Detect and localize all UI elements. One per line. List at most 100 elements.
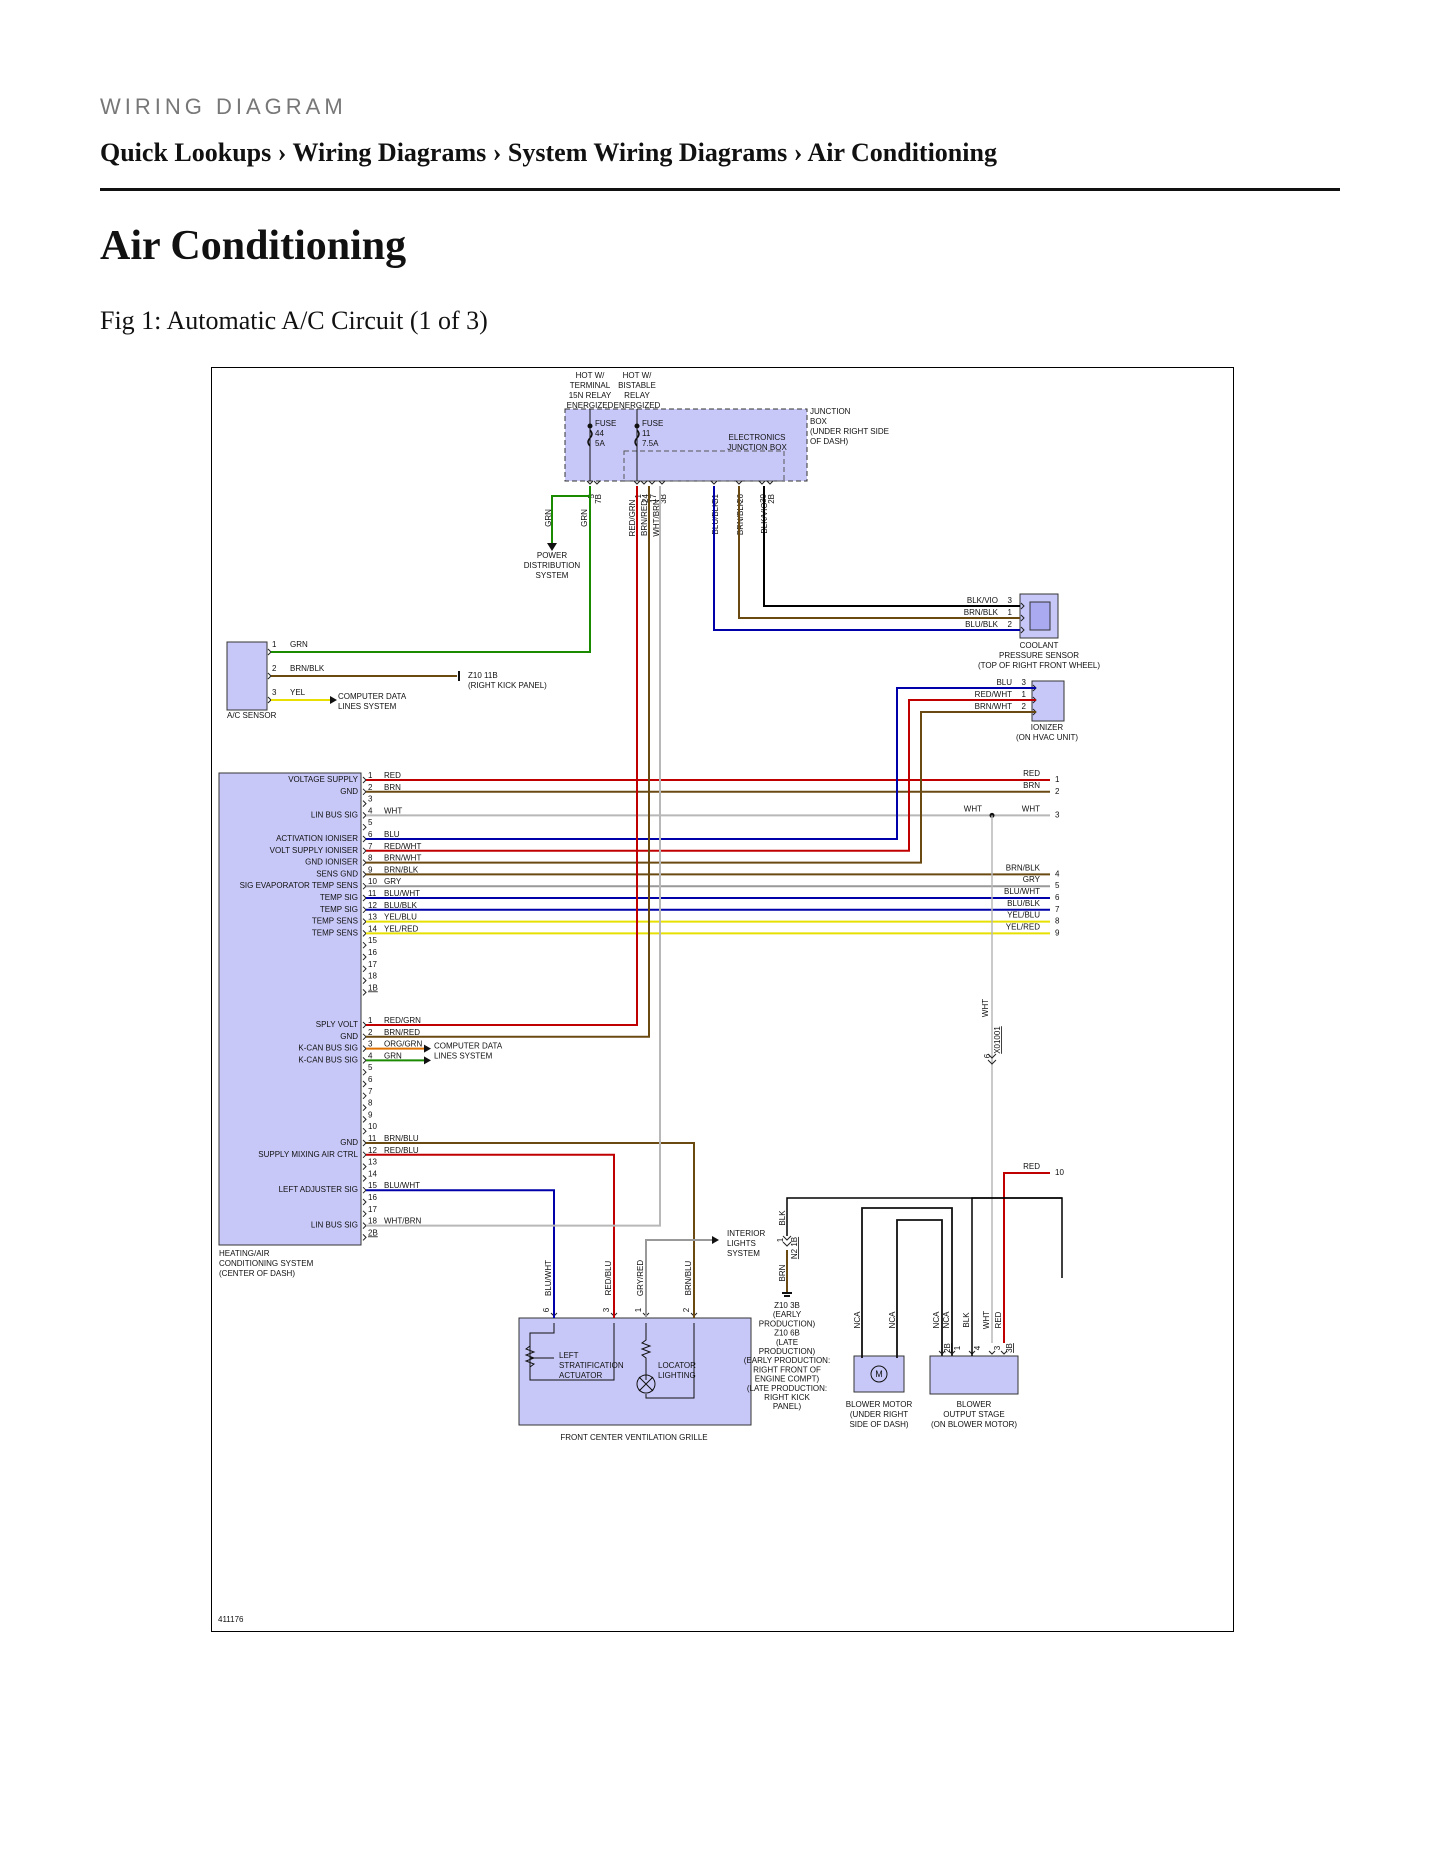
- connector-pin: [267, 696, 272, 704]
- blower-output-stage: [929, 1355, 1019, 1395]
- breadcrumb-item-system-wiring-diagrams[interactable]: System Wiring Diagrams: [507, 138, 788, 167]
- connector-pin: [640, 480, 648, 485]
- connector-pin: [362, 1021, 367, 1029]
- lighting-circuit: [640, 1323, 695, 1399]
- hvac-wire-label: BLU/BLK: [384, 901, 418, 910]
- wire-blk-vio: [763, 486, 1020, 607]
- hot-label: HOT W/: [576, 371, 606, 380]
- ground-z10-label: PRODUCTION): [759, 1319, 816, 1328]
- hvac-pin-number: 2B: [368, 1228, 378, 1237]
- hvac-pin-number: 15: [368, 936, 377, 945]
- hvac-pin-number: 10: [368, 1122, 377, 1131]
- hvac-pin-number: 5: [368, 1063, 373, 1072]
- splice-connector-id: X01001: [993, 1026, 1002, 1054]
- wire-blu-wht-adjuster: [366, 1189, 555, 1318]
- figure-id: 411176: [218, 1615, 244, 1624]
- ground-z10-label: PRODUCTION): [759, 1347, 816, 1356]
- grille-wire-label: BLU/WHT: [544, 1260, 553, 1296]
- fuse-label: FUSE: [642, 419, 663, 428]
- connector-pin: [362, 941, 367, 949]
- hvac-wire-label: RED/BLU: [384, 1146, 419, 1155]
- hvac-wire-label: RED/GRN: [384, 1016, 421, 1025]
- breadcrumb-item-wiring-diagrams[interactable]: Wiring Diagrams: [292, 138, 487, 167]
- ground-wire-label: BLK: [778, 1210, 787, 1226]
- hvac-pin-number: 12: [368, 1146, 377, 1155]
- right-wire-label: BRN: [1023, 781, 1040, 790]
- ground-z10-label: ENGINE COMPT): [755, 1375, 820, 1384]
- hvac-function-label: SPLY VOLT: [316, 1020, 358, 1029]
- grille-pin-number: 3: [602, 1307, 611, 1312]
- breadcrumb-item-quick-lookups[interactable]: Quick Lookups: [100, 138, 272, 167]
- hot-label: RELAY: [624, 391, 650, 400]
- blower-stage-label: OUTPUT STAGE: [943, 1410, 1005, 1419]
- wire-label: RED/GRN: [628, 499, 637, 536]
- hvac-pin-number: 16: [368, 1193, 377, 1202]
- breadcrumb-separator: ›: [793, 138, 803, 167]
- hvac-wire-label: RED: [384, 771, 401, 780]
- connector-pin: [362, 1163, 367, 1170]
- breadcrumb-item-air-conditioning[interactable]: Air Conditioning: [807, 138, 997, 167]
- coolant-sensor-label: (TOP OF RIGHT FRONT WHEEL): [978, 661, 1100, 670]
- wire-blk-ground: [786, 1197, 1063, 1278]
- wire-ionizer-brn-wht: [366, 711, 1036, 864]
- hvac-pin-number: 6: [368, 1075, 373, 1084]
- hvac-pin-number: 2: [368, 783, 373, 792]
- connector-pin: [362, 965, 367, 973]
- wire-label: GRN: [544, 509, 553, 527]
- motor-icon-label: M: [875, 1369, 883, 1379]
- coolant-sensor-label: COOLANT: [1020, 641, 1059, 650]
- hvac-pin-number: 15: [368, 1181, 377, 1190]
- connector-pin: [267, 648, 272, 656]
- motor-icon: [870, 1365, 888, 1383]
- actuator-label: STRATIFICATION: [559, 1361, 624, 1370]
- ac-sensor-label: A/C SENSOR: [227, 711, 277, 720]
- hvac-pin-number: 14: [368, 924, 377, 933]
- wire-wht-brn: [366, 486, 661, 1227]
- ground-z10-label: RIGHT FRONT OF: [753, 1365, 821, 1374]
- page-title: Air Conditioning: [100, 223, 407, 269]
- right-wire-number: 8: [1055, 917, 1060, 926]
- wire-red-10: [1003, 1172, 1050, 1343]
- hvac-wire-label: GRN: [384, 1051, 402, 1060]
- splice-pin-number: 6: [983, 1053, 992, 1058]
- junction-box-label: BOX: [810, 417, 828, 426]
- lamp-icon: [636, 1374, 656, 1394]
- coolant-wire-label: BLU/BLK: [965, 620, 999, 629]
- hvac-pin-number: 17: [368, 1205, 377, 1214]
- blower-motor-label: (UNDER RIGHT: [850, 1410, 908, 1419]
- hvac-pin-number: 16: [368, 948, 377, 957]
- connector-pin: [362, 823, 367, 831]
- right-wire-number: 1: [1055, 775, 1060, 784]
- ionizer-pin-number: 3: [1022, 678, 1027, 687]
- hvac-pin-number: 14: [368, 1169, 377, 1178]
- motor-wire-label: NCA: [888, 1311, 897, 1329]
- hot-label: 15N RELAY: [569, 391, 612, 400]
- blower-stage-wire-label: BLK: [962, 1312, 971, 1328]
- ac-sensor-ground-label: (RIGHT KICK PANEL): [468, 681, 547, 690]
- wire-ionizer-red-wht: [366, 699, 1036, 852]
- locator-lighting-label: LOCATOR: [658, 1361, 696, 1370]
- hvac-wire-label: BLU: [384, 830, 400, 839]
- junction-pin-number: 51: [711, 493, 720, 502]
- connector-pin: [362, 1175, 367, 1182]
- fuse-icon: [587, 429, 593, 447]
- ac-sensor-pin-number: 2: [272, 664, 277, 673]
- right-wire-label: RED: [1023, 769, 1040, 778]
- computer-data-label: COMPUTER DATA: [338, 692, 407, 701]
- hvac-pin-number: 9: [368, 1110, 373, 1119]
- fuse-label: 44: [595, 429, 604, 438]
- lamp-icon: [638, 1376, 654, 1392]
- blower-stage-label: (ON BLOWER MOTOR): [931, 1420, 1017, 1429]
- fuse-label: 11: [642, 429, 651, 438]
- blower-motor-label: BLOWER MOTOR: [846, 1400, 913, 1409]
- potentiometer-icon: [524, 1345, 536, 1368]
- right-wire-number: 6: [1055, 893, 1060, 902]
- coolant-wire-label: BRN/BLK: [964, 608, 999, 617]
- junction-pin-number: 1: [634, 493, 643, 498]
- connector-pin: [362, 1116, 367, 1123]
- wire-label: BRN/BLK: [736, 500, 745, 535]
- grille-pin-number: 6: [542, 1307, 551, 1312]
- connector-pin: [362, 788, 367, 796]
- right-wire-number: 9: [1055, 928, 1060, 937]
- connector-pin: [362, 1198, 367, 1206]
